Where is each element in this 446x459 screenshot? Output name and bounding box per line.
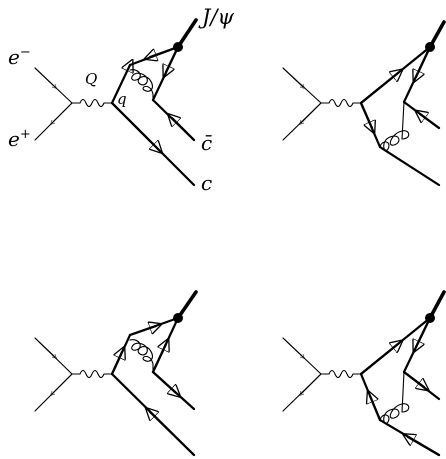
positron-label: e+ [8, 127, 31, 151]
positron-arrow-seg [301, 102, 322, 123]
cbar-arrow-seg [172, 118, 196, 142]
cbar-inner-arrow [370, 396, 382, 422]
jpsi-line [176, 290, 198, 320]
electron-arrow-seg [34, 67, 55, 87]
gluon [379, 101, 410, 151]
diagram-4 [282, 290, 446, 457]
positron-arrow-seg [52, 373, 73, 394]
jpsi-vertex [425, 42, 435, 52]
jpsi-vertex [425, 313, 435, 323]
antiquark-arrow-seg [151, 344, 166, 374]
photon-propagator [320, 98, 362, 108]
c-quark-arrow-seg [151, 370, 176, 393]
cbar-arrow-seg [420, 114, 441, 130]
electron-arrow-seg [34, 337, 55, 357]
quark-arrow-seg [359, 73, 398, 105]
diagram-1: e− e+ Q q J/ψ c̄ c [8, 5, 234, 195]
cbar-arrow-seg [150, 412, 196, 457]
positron-arrow-seg [301, 373, 322, 394]
diagram-2 [282, 20, 446, 187]
photon-propagator [71, 369, 113, 379]
quark-line [110, 65, 130, 105]
gluon [379, 371, 410, 424]
photon-propagator [320, 369, 362, 379]
quark-arrow-seg [110, 352, 122, 376]
c-label: c [201, 171, 212, 195]
antiquark-arrow-seg [416, 45, 432, 77]
photon-label: Q [85, 70, 97, 88]
jpsi-vertex [173, 313, 183, 323]
electron-arrow-seg [282, 67, 303, 87]
gluon [129, 69, 154, 101]
positron-arrow-seg [52, 102, 73, 123]
electron-arrow-seg [282, 337, 303, 357]
diagram-3 [34, 290, 198, 457]
photon-propagator [71, 98, 113, 108]
c-quark-arrow-seg [110, 101, 158, 149]
antiquark-arrow-seg [416, 316, 432, 347]
c-quark-arrow-seg [359, 101, 372, 128]
quark-label: q [117, 90, 127, 108]
cbar-label: c̄ [201, 131, 212, 155]
c-quark-out [378, 145, 441, 187]
gluon [129, 339, 154, 373]
quark-arrow-seg [359, 344, 398, 376]
cbar-arrow-seg [408, 437, 441, 457]
quark-top-arrow [128, 326, 156, 337]
jpsi-vertex [173, 42, 183, 52]
jpsi-line [176, 18, 198, 49]
jpsi-label: J/ψ [198, 5, 234, 29]
electron-label: e− [8, 45, 31, 69]
c-quark-arrow-seg [402, 370, 424, 387]
